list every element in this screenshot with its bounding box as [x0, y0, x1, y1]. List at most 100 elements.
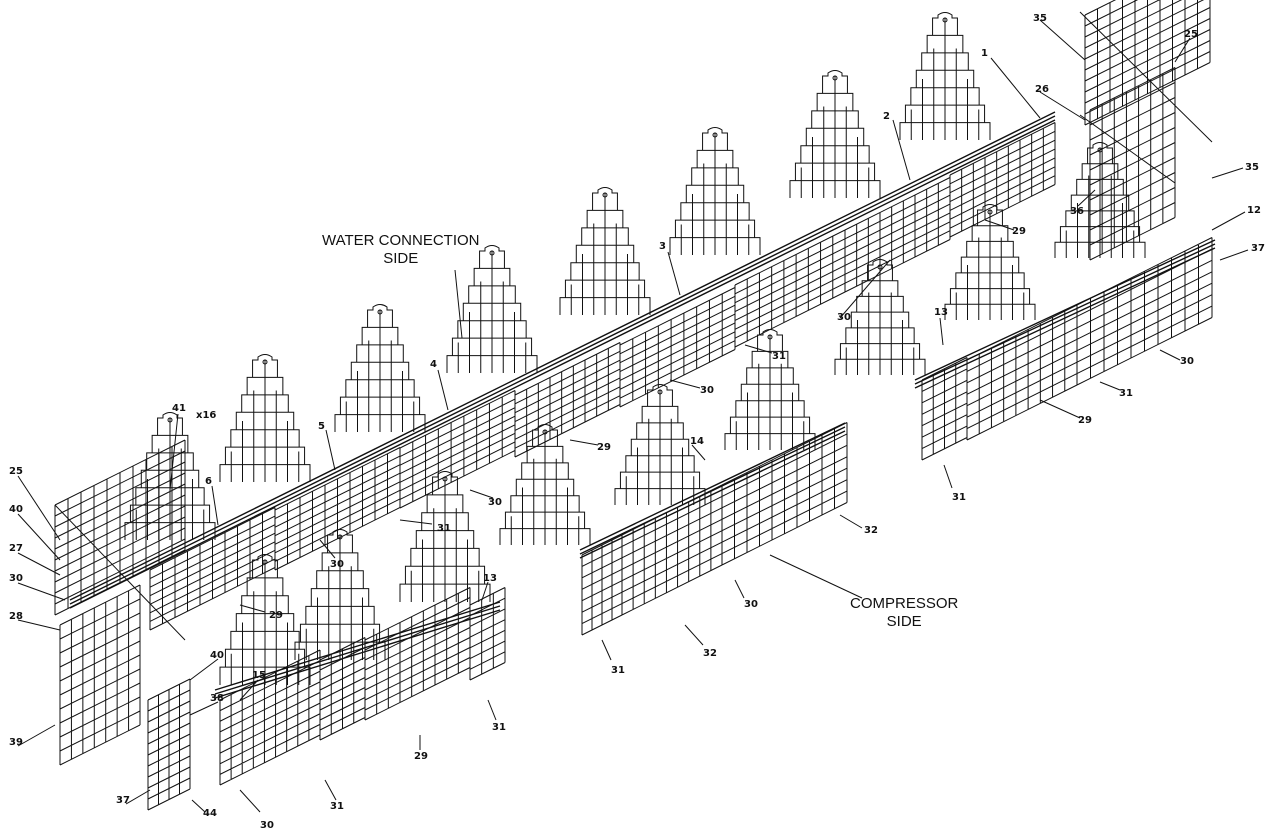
front-middle-pyramid-1: [499, 424, 591, 545]
right-end-top-edge: [1079, 11, 1213, 143]
callout-32-mid: 32: [703, 648, 717, 659]
compressor-side-label: COMPRESSOR SIDE: [850, 595, 958, 631]
leader-line-43: [1039, 399, 1081, 419]
rear-pyramid-grille-6: [669, 127, 761, 255]
front-left-panel-c: [364, 587, 471, 721]
leader-line-31: [839, 259, 891, 319]
rear-pyramid-grille-1: [124, 412, 216, 540]
callout-31-front-b: 31: [492, 722, 506, 733]
callout-14: 14: [690, 436, 704, 447]
leader-line-45: [691, 444, 706, 461]
leader-line-7: [169, 413, 179, 491]
leader-line-6: [211, 485, 219, 526]
leader-line-4: [437, 369, 449, 411]
leader-line-18: [239, 789, 261, 813]
leader-line-11: [17, 582, 66, 601]
callout-35-top: 35: [1033, 13, 1047, 24]
leader-line-46: [839, 514, 863, 529]
callout-30-rear-a: 30: [330, 559, 344, 570]
callout-30-rear-d: 30: [837, 312, 851, 323]
leader-line-50: [769, 554, 863, 599]
leader-line-17: [191, 799, 206, 813]
rear-panel-f: [734, 229, 846, 348]
leader-line-22: [481, 581, 489, 601]
callout-27: 27: [9, 543, 23, 554]
front-middle-panel-c: [721, 422, 848, 566]
leader-line-48: [684, 624, 704, 646]
callout-37-left: 37: [116, 795, 130, 806]
front-middle-pyramid-3: [724, 329, 816, 450]
front-middle-rail: [579, 422, 846, 559]
rear-panel-h: [949, 122, 1056, 238]
callout-35-right: 35: [1245, 162, 1259, 173]
leader-line-9: [17, 513, 61, 561]
callout-30-rear-c: 30: [700, 385, 714, 396]
leader-line-30: [744, 344, 773, 354]
leader-line-39: [1219, 249, 1249, 261]
front-right-pyramid-3: [1054, 142, 1146, 258]
rear-pyramid-grille-7: [789, 70, 881, 198]
leader-line-20: [324, 779, 337, 801]
leader-line-29: [669, 379, 701, 389]
callout-37-right: 37: [1251, 243, 1265, 254]
leader-line-15: [17, 724, 56, 747]
callout-29-rear-b: 29: [597, 442, 611, 453]
callout-30-bottom: 30: [260, 820, 274, 831]
leader-line-33: [1039, 19, 1086, 61]
callout-39: 39: [9, 737, 23, 748]
callout-25-left: 25: [9, 466, 23, 477]
front-right-panel-c: [1076, 237, 1213, 386]
leader-line-10: [17, 552, 61, 576]
callout-31-mid: 31: [611, 665, 625, 676]
rear-panel-g: [844, 177, 951, 293]
rear-panel-d: [514, 342, 621, 458]
leader-line-1: [990, 57, 1041, 119]
front-right-panel-b: [966, 304, 1078, 441]
leader-line-32: [984, 219, 1015, 231]
front-middle-panel-b: [621, 484, 723, 616]
callout-25-right: 25: [1184, 29, 1198, 40]
front-left-pyramid-3: [399, 471, 491, 602]
front-left-rail: [214, 601, 501, 699]
leader-line-19: [239, 679, 259, 701]
callout-13-front: 13: [483, 573, 497, 584]
leader-line-2: [892, 119, 911, 181]
callout-44: 44: [203, 808, 217, 819]
water-connection-side-label: WATER CONNECTION SIDE: [322, 232, 480, 268]
callout-26: 26: [1035, 84, 1049, 95]
callout-1: 1: [981, 48, 988, 59]
callout-2: 2: [883, 111, 890, 122]
rear-panel-c: [399, 390, 516, 509]
callout-30-right: 30: [1180, 356, 1194, 367]
compressor-side-line1: COMPRESSOR: [850, 595, 959, 612]
rear-top-rail: [69, 111, 1056, 609]
callout-6: 6: [205, 476, 212, 487]
left-end-lower-grille: [59, 584, 141, 766]
front-right-pyramid-1: [834, 259, 926, 375]
leader-line-27: [469, 489, 494, 499]
leader-line-36: [1211, 167, 1244, 179]
front-left-panel-d: [469, 587, 506, 681]
leader-line-23: [487, 699, 497, 721]
rear-pyramid-grille-4: [446, 245, 538, 373]
callout-12: 12: [1247, 205, 1261, 216]
right-end-top-grille: [1084, 0, 1211, 126]
callout-36: 36: [1070, 206, 1084, 217]
callout-40-lower: 40: [210, 650, 224, 661]
leader-line-8: [17, 475, 61, 541]
water-connection-line1: WATER CONNECTION: [322, 232, 480, 249]
leader-line-28: [569, 439, 599, 446]
leader-line-49: [601, 639, 612, 661]
callout-41: 41: [172, 403, 186, 414]
water-connection-line2: SIDE: [383, 250, 419, 267]
leader-line-34: [1174, 37, 1191, 63]
callout-38: 38: [210, 693, 224, 704]
callout-31-rear-b: 31: [772, 351, 786, 362]
front-left-pyramid-2: [294, 529, 386, 660]
callout-31-rear-a: 31: [437, 523, 451, 534]
callout-32-right: 32: [864, 525, 878, 536]
callout-3: 3: [659, 241, 666, 252]
leader-line-26: [399, 519, 433, 525]
callout-29-rear-a: 29: [269, 610, 283, 621]
